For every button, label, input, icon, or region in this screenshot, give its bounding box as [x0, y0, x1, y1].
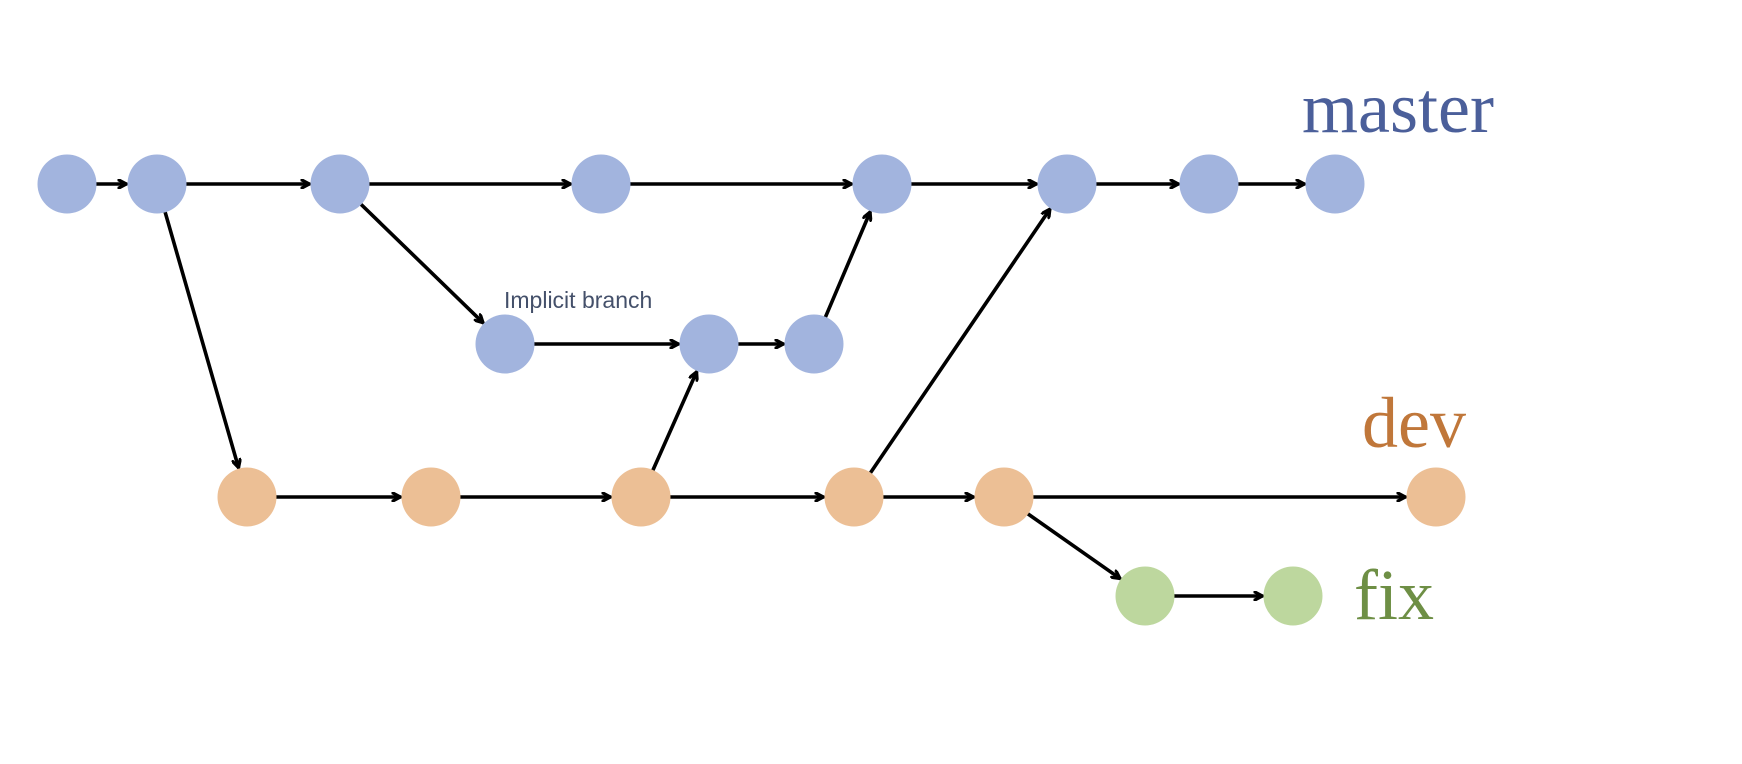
commit-node-m1	[37, 154, 97, 214]
commit-node-d1	[217, 467, 277, 527]
edge-d3-i2	[651, 372, 696, 472]
implicit-branch-label: Implicit branch	[504, 287, 652, 313]
commit-node-f1	[1115, 566, 1175, 626]
commit-node-f2	[1263, 566, 1323, 626]
commit-node-m7	[1179, 154, 1239, 214]
commit-node-d5	[974, 467, 1034, 527]
edge-d5-f1	[1026, 512, 1120, 578]
edges	[94, 184, 1407, 596]
commit-node-d4	[824, 467, 884, 527]
master-branch-label: master	[1302, 68, 1494, 148]
commit-node-i3	[784, 314, 844, 374]
edge-i3-m5	[823, 213, 870, 319]
commit-node-d6	[1406, 467, 1466, 527]
commit-node-m4	[571, 154, 631, 214]
commit-node-i1	[475, 314, 535, 374]
commits	[37, 154, 1466, 626]
edge-m3-i1	[359, 202, 483, 323]
edge-d4-m6	[868, 210, 1050, 475]
commit-node-i2	[679, 314, 739, 374]
commit-node-m2	[127, 154, 187, 214]
dev-branch-label: dev	[1362, 383, 1466, 463]
commit-node-m5	[852, 154, 912, 214]
commit-node-d2	[401, 467, 461, 527]
commit-node-m8	[1305, 154, 1365, 214]
commit-node-d3	[611, 467, 671, 527]
fix-branch-label: fix	[1354, 555, 1434, 635]
commit-node-m6	[1037, 154, 1097, 214]
edge-m2-d1	[163, 210, 238, 467]
commit-node-m3	[310, 154, 370, 214]
